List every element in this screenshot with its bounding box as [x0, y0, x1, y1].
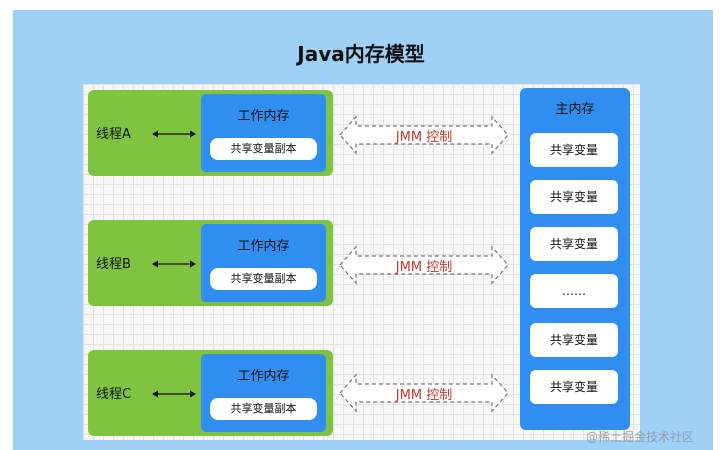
thread-c-label: 线程C [96, 387, 132, 402]
shared-variable: 共享变量 [530, 323, 618, 357]
jmm-dashed-arrow-icon [339, 245, 509, 285]
thread-a-arrow-icon [152, 130, 196, 138]
thread-a-jmm-control: JMM 控制 [338, 113, 510, 157]
thread-b-variable-copy: 共享变量副本 [210, 268, 317, 290]
shared-variable: 共享变量 [530, 370, 618, 404]
thread-c-work-memory-title: 工作内存 [237, 369, 290, 384]
thread-c-jmm-label: JMM 控制 [395, 388, 453, 403]
thread-b-label: 线程B [96, 257, 131, 272]
shared-variable: 共享变量 [530, 180, 618, 214]
ellipsis-item: …… [530, 274, 618, 308]
thread-a-label: 线程A [96, 127, 131, 142]
diagram-title: Java内存模型 [297, 42, 425, 66]
jmm-dashed-arrow-icon [339, 373, 509, 413]
thread-c-variable-copy: 共享变量副本 [210, 398, 317, 420]
main-memory: 主内存 共享变量 共享变量 共享变量 …… 共享变量 共享变量 [520, 88, 630, 430]
thread-c-jmm-control: JMM 控制 [338, 371, 510, 415]
main-memory-title: 主内存 [555, 102, 595, 117]
shared-variable: 共享变量 [530, 133, 618, 167]
thread-a-work-memory-title: 工作内存 [237, 109, 290, 124]
watermark: @稀土掘金技术社区 [586, 430, 695, 444]
thread-c-work-memory: 工作内存 共享变量副本 [201, 354, 326, 432]
thread-b-box: 线程B 工作内存 共享变量副本 [88, 220, 333, 306]
thread-a-work-memory: 工作内存 共享变量副本 [201, 94, 326, 172]
thread-a-box: 线程A 工作内存 共享变量副本 [88, 90, 333, 176]
thread-c-box: 线程C 工作内存 共享变量副本 [88, 350, 333, 436]
thread-a-jmm-label: JMM 控制 [395, 130, 453, 145]
shared-variable: 共享变量 [530, 227, 618, 261]
thread-b-jmm-label: JMM 控制 [395, 260, 453, 275]
thread-c-arrow-icon [152, 390, 196, 398]
thread-b-work-memory: 工作内存 共享变量副本 [201, 224, 326, 302]
thread-a-variable-copy: 共享变量副本 [210, 138, 317, 160]
thread-b-jmm-control: JMM 控制 [338, 243, 510, 287]
thread-b-arrow-icon [152, 260, 196, 268]
thread-b-work-memory-title: 工作内存 [237, 239, 290, 254]
jmm-dashed-arrow-icon [339, 115, 509, 155]
